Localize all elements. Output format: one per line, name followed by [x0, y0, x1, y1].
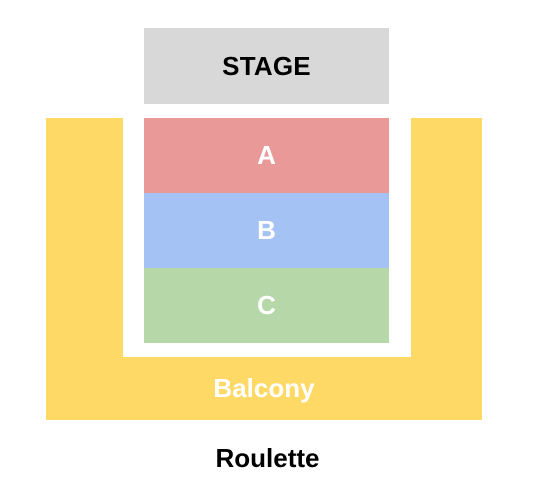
- section-a[interactable]: [144, 118, 389, 193]
- balcony-label: Balcony: [213, 373, 315, 403]
- section-a-label: A: [257, 140, 276, 170]
- section-b[interactable]: [144, 193, 389, 268]
- section-c[interactable]: [144, 268, 389, 343]
- stage-label: STAGE: [222, 51, 311, 81]
- stage-area: [144, 28, 389, 104]
- section-b-label: B: [257, 215, 276, 245]
- balcony-rear[interactable]: [46, 357, 482, 420]
- section-c-label: C: [257, 290, 276, 320]
- venue-name: Roulette: [215, 443, 320, 473]
